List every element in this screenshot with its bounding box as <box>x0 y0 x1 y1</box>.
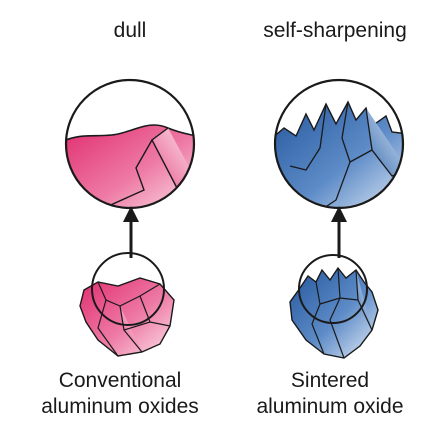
sintered-grain <box>290 255 378 358</box>
conventional-caption-line2: aluminum oxides <box>0 394 240 420</box>
conventional-caption: Conventional aluminum oxides <box>0 368 240 420</box>
sintered-caption-line1: Sintered <box>220 368 440 394</box>
sharp-grain-magnified <box>270 80 408 215</box>
conventional-grain <box>80 253 174 356</box>
self-sharpening-label: self-sharpening <box>230 18 440 44</box>
dull-label: dull <box>20 18 240 44</box>
right-arrow <box>331 206 347 258</box>
conventional-caption-line1: Conventional <box>0 368 240 394</box>
sintered-caption: Sintered aluminum oxide <box>220 368 440 420</box>
sintered-caption-line2: aluminum oxide <box>220 394 440 420</box>
left-arrow <box>123 206 139 258</box>
dull-grain-magnified <box>62 80 196 215</box>
